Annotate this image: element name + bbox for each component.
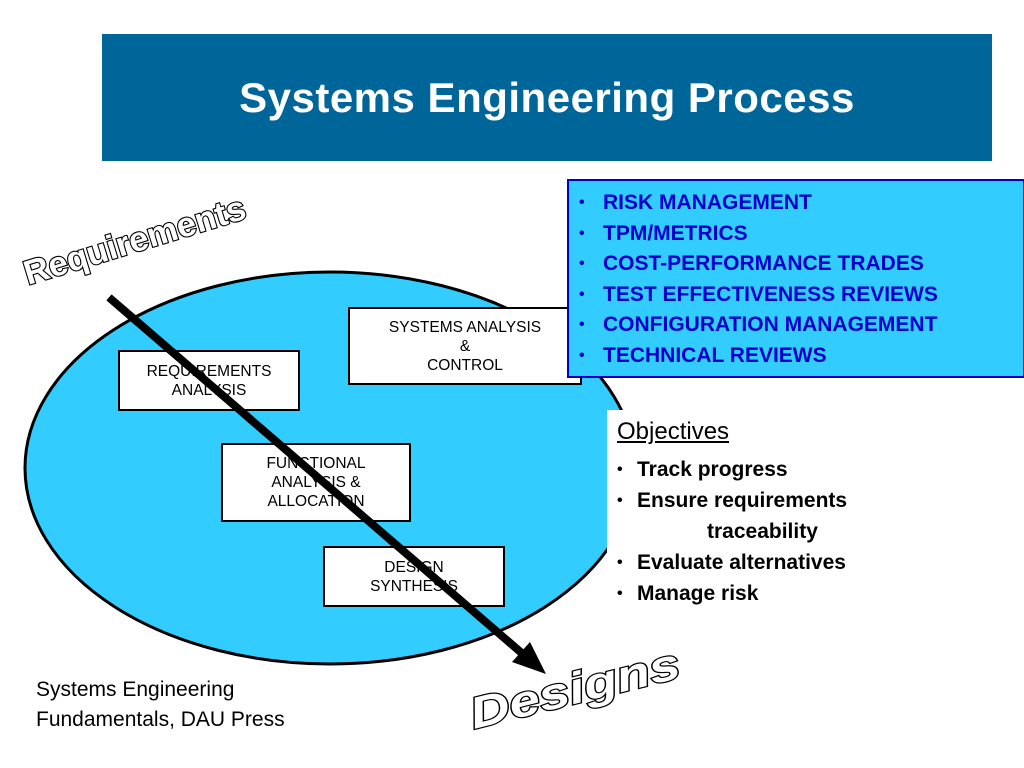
control-activity-label: RISK MANAGEMENT (603, 191, 812, 214)
design-synthesis-line1: DESIGN (384, 558, 444, 576)
source-citation: Systems Engineering Fundamentals, DAU Pr… (36, 675, 285, 735)
objective-item: • Ensure requirements traceability (617, 485, 847, 547)
control-activity-label: TECHNICAL REVIEWS (603, 343, 827, 367)
designs-output-label: Designs (465, 639, 685, 739)
source-citation-line1: Systems Engineering (36, 678, 235, 701)
control-activity-item: • TPM/METRICS (579, 219, 1023, 250)
control-activity-item: • CONFIGURATION MANAGEMENT (579, 310, 1023, 341)
functional-analysis-line3: ALLOCATION (267, 493, 365, 510)
objective-label: Track progress (637, 458, 788, 481)
source-citation-line2: Fundamentals, DAU Press (36, 708, 285, 731)
objectives-list: • Track progress • Ensure requirements trac… (617, 454, 847, 609)
control-activity-label: COST-PERFORMANCE TRADES (603, 252, 924, 276)
bullet-icon: • (617, 585, 623, 602)
objectives-heading: Objectives (617, 418, 730, 445)
objective-label: Evaluate alternatives (637, 551, 846, 574)
objective-item: • Track progress (617, 454, 847, 485)
design-synthesis-box: DESIGN SYNTHESIS (323, 546, 505, 607)
control-activity-label: TEST EFFECTIVENESS REVIEWS (603, 282, 938, 306)
functional-analysis-line2: ANALYSIS & (271, 474, 361, 491)
slide-title: Systems Engineering Process (239, 73, 855, 121)
control-activities-list: • RISK MANAGEMENT • TPM/METRICS • COST-PERF… (579, 188, 1023, 372)
control-activities-panel: • RISK MANAGEMENT • TPM/METRICS • COST-PERF… (567, 179, 1024, 378)
control-activity-item: • COST-PERFORMANCE TRADES (579, 249, 1023, 280)
objective-label-continuation: traceability (707, 520, 818, 543)
systems-analysis-line3: CONTROL (427, 356, 503, 374)
bullet-icon: • (579, 285, 585, 303)
control-activity-item: • TEST EFFECTIVENESS REVIEWS (579, 280, 1023, 311)
bullet-icon: • (579, 194, 585, 211)
requirements-input-label: Requirements (19, 189, 250, 293)
functional-analysis-line1: FUNCTIONAL (266, 455, 366, 472)
systems-analysis-box: SYSTEMS ANALYSIS & CONTROL (348, 307, 582, 385)
systems-analysis-line1: SYSTEMS ANALYSIS (388, 318, 542, 336)
functional-analysis-box: FUNCTIONAL ANALYSIS & ALLOCATION (221, 443, 411, 522)
control-activity-label: CONFIGURATION MANAGEMENT (603, 313, 938, 337)
objective-label: Ensure requirements (637, 489, 848, 512)
bullet-icon: • (579, 346, 585, 364)
requirements-analysis-box: REQUIREMENTS ANALYSIS (118, 350, 300, 411)
bullet-icon: • (617, 461, 623, 478)
objective-item: • Evaluate alternatives (617, 547, 847, 578)
bullet-icon: • (579, 255, 585, 273)
requirements-analysis-line2: ANALYSIS (171, 381, 247, 399)
bullet-icon: • (579, 316, 585, 334)
objective-label: Manage risk (637, 582, 759, 605)
title-banner: Systems Engineering Process (102, 34, 992, 161)
requirements-analysis-line1: REQUIREMENTS (146, 362, 272, 380)
systems-analysis-line2: & (459, 337, 471, 355)
design-synthesis-line2: SYNTHESIS (370, 577, 458, 595)
control-activity-item: • TECHNICAL REVIEWS (579, 341, 1023, 372)
control-activity-label: TPM/METRICS (603, 221, 748, 245)
control-activity-item: • RISK MANAGEMENT (579, 188, 1023, 219)
bullet-icon: • (579, 224, 585, 242)
objectives-panel: Objectives • Track progress • Ensure requi… (607, 410, 907, 610)
objective-item: • Manage risk (617, 578, 847, 609)
bullet-icon: • (617, 554, 623, 571)
bullet-icon: • (617, 492, 623, 509)
